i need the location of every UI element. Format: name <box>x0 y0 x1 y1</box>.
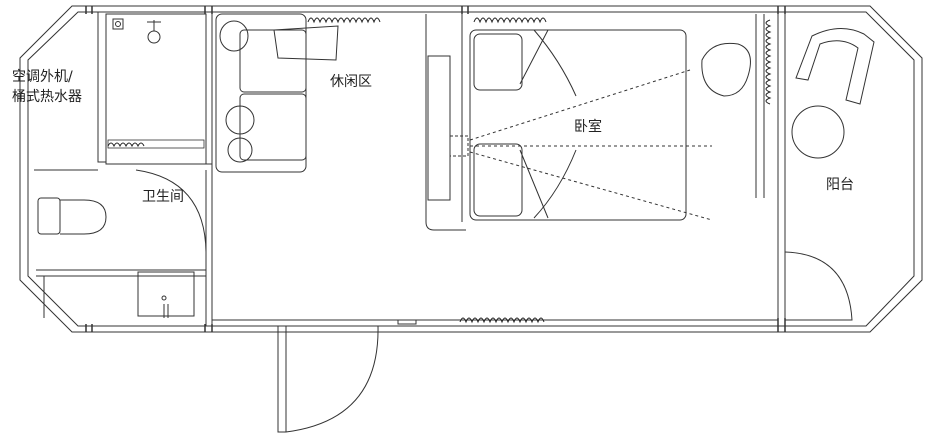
curtain-rail <box>755 14 765 198</box>
bathroom-door[interactable] <box>135 169 207 253</box>
tv-sight-lines <box>469 69 713 221</box>
drain-icon <box>112 18 124 30</box>
inner-wall <box>27 11 915 327</box>
balcony-chair <box>795 28 875 105</box>
sink <box>137 271 195 317</box>
vanity-counter <box>36 269 206 318</box>
curtains <box>107 17 772 324</box>
entry-door[interactable] <box>277 325 379 433</box>
label-bathroom: 卫生间 <box>142 189 184 205</box>
tv-cabinet <box>425 14 469 231</box>
outer-wall <box>19 5 923 333</box>
vent-mark <box>397 319 417 325</box>
label-balcony: 阳台 <box>826 177 854 193</box>
balcony-wall <box>777 14 786 318</box>
bedroom-chair <box>701 42 751 97</box>
label-lounge: 休闲区 <box>330 74 372 90</box>
label-ac-heater-line2: 桶式热水器 <box>12 89 82 105</box>
balcony-table <box>791 105 845 159</box>
toilet <box>37 197 107 235</box>
label-ac-heater-line1: 空调外机/ <box>12 69 73 85</box>
balcony-door[interactable] <box>784 251 853 321</box>
bathroom-wall <box>205 14 213 326</box>
shower-head-icon <box>147 30 161 44</box>
label-bedroom: 卧室 <box>574 119 602 135</box>
bed <box>469 29 687 221</box>
sofa <box>215 13 339 173</box>
shower-area <box>105 13 207 165</box>
window-marks <box>85 6 786 332</box>
